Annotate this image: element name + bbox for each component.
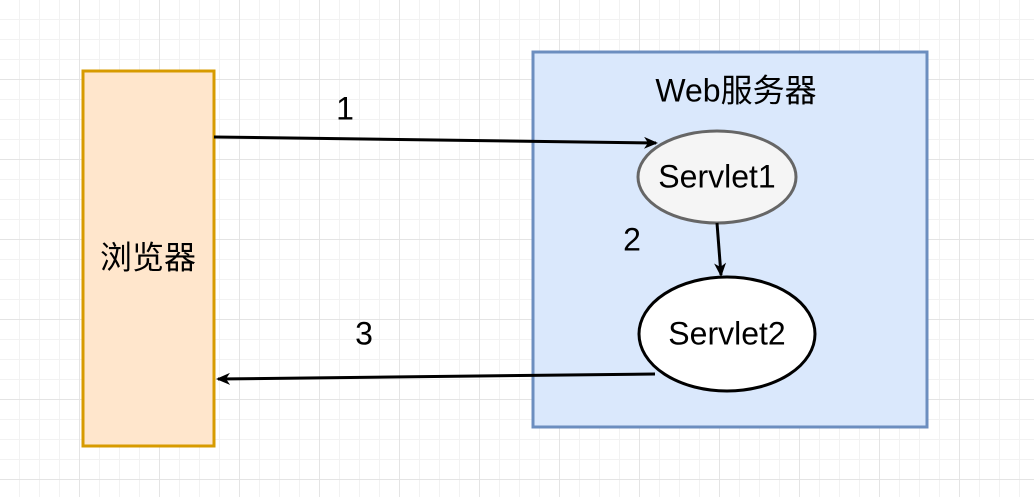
servlet1-node: Servlet1	[636, 129, 798, 225]
edge-1-label: 1	[336, 90, 354, 126]
servlet1-label: Servlet1	[658, 158, 775, 194]
server-label: Web服务器	[655, 72, 816, 108]
edge-1-arrow	[213, 135, 658, 149]
servlet2-node: Servlet2	[637, 275, 817, 393]
servlet2-ellipse	[637, 275, 817, 393]
edge-3: 3	[216, 315, 656, 385]
servlet2-label: Servlet2	[668, 315, 785, 351]
browser-node: 浏览器	[81, 69, 216, 448]
edge-2: 2	[623, 221, 727, 277]
browser-label: 浏览器	[100, 239, 196, 275]
edge-2-arrow	[714, 222, 727, 277]
edge-3-arrow	[216, 372, 656, 385]
edge-1: 1	[213, 90, 658, 149]
browser-box	[81, 69, 216, 448]
edge-3-label: 3	[355, 315, 373, 351]
edge-2-label: 2	[623, 221, 641, 257]
